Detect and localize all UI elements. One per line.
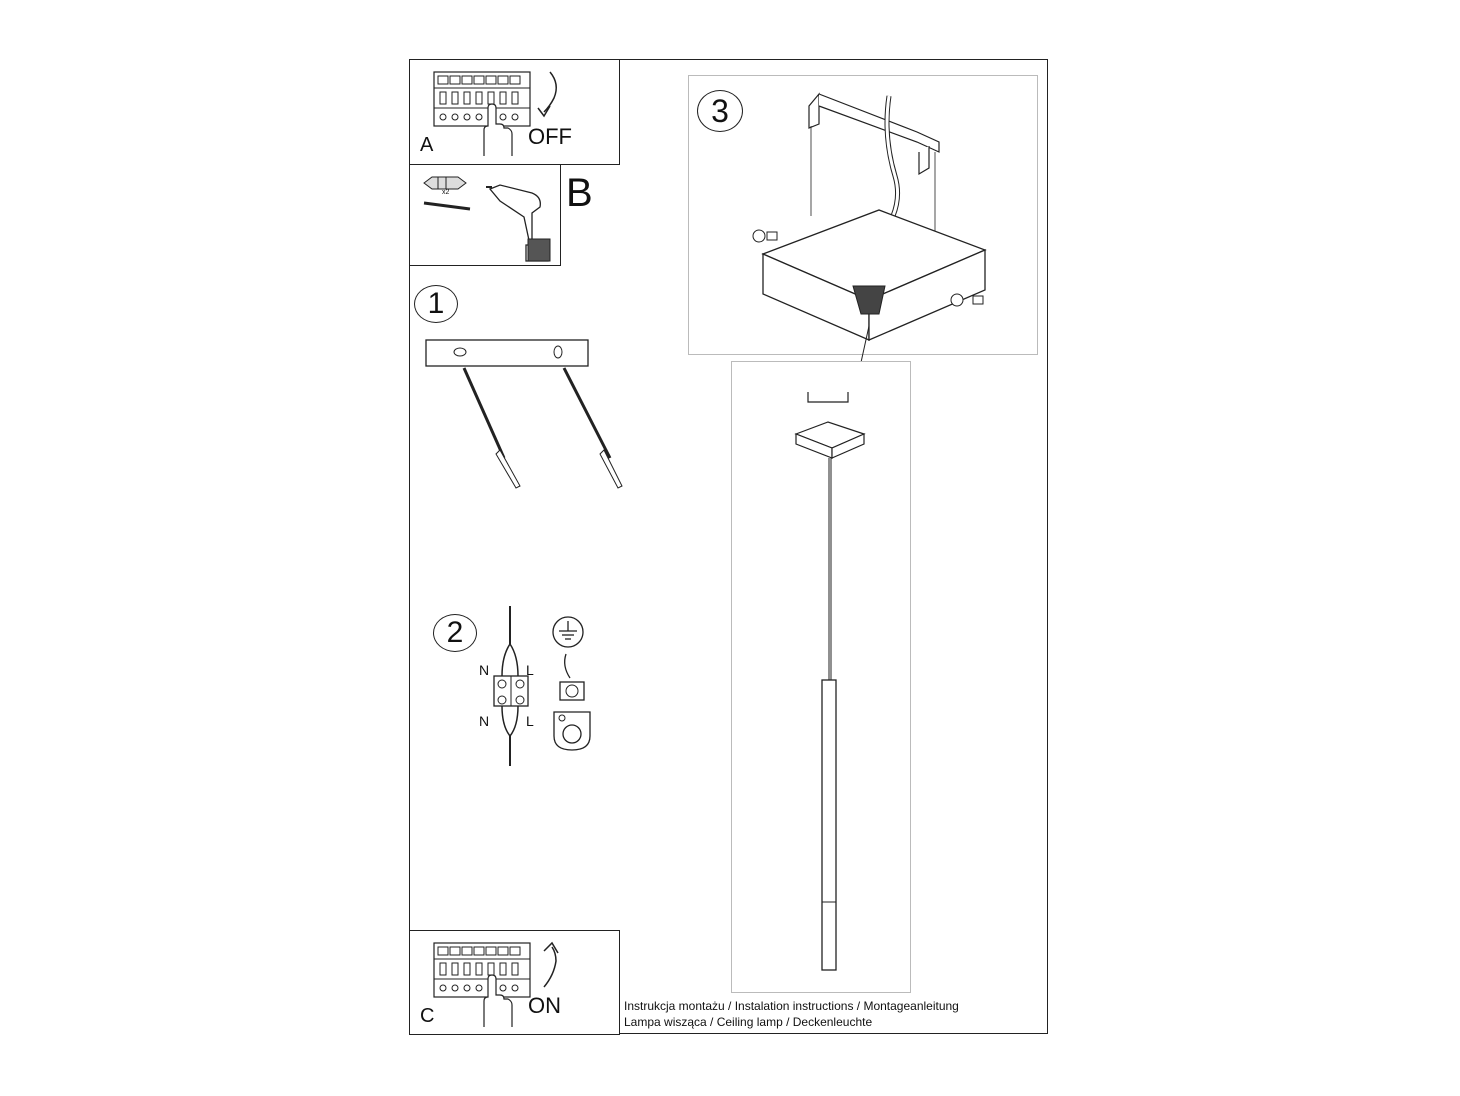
hand-icon bbox=[483, 103, 513, 156]
step-3-badge: 3 bbox=[697, 90, 743, 132]
pendant-lamp-icon bbox=[794, 392, 866, 971]
ground-symbol-icon bbox=[552, 616, 584, 648]
wire-label-l-bottom: L bbox=[526, 713, 534, 729]
step-3-number: 3 bbox=[711, 92, 729, 129]
switch-off-arrow-icon bbox=[537, 71, 557, 118]
mounting-plate-drilling-diagram bbox=[425, 339, 623, 489]
panel-a-word: OFF bbox=[528, 124, 572, 149]
screw-icon bbox=[423, 201, 471, 211]
drill-icon bbox=[486, 184, 551, 262]
terminal-block-icon bbox=[493, 606, 529, 766]
panel-c-word: ON bbox=[528, 993, 561, 1018]
panel-c-switch-on: ON C bbox=[409, 930, 620, 1035]
circuit-breaker-icon bbox=[433, 71, 531, 127]
step-3-detail-panel bbox=[688, 75, 1038, 427]
panel-c-letter: C bbox=[420, 1005, 435, 1027]
ground-terminal-icon bbox=[553, 653, 591, 751]
step-1-number: 1 bbox=[427, 287, 445, 320]
step-2-number: 2 bbox=[446, 616, 464, 649]
hand-icon bbox=[483, 974, 513, 1027]
instruction-sheet bbox=[409, 59, 1048, 1034]
step-2-badge: 2 bbox=[433, 614, 477, 652]
step-1-badge: 1 bbox=[414, 285, 458, 323]
wire-label-n-bottom: N bbox=[479, 713, 490, 729]
panel-b-tools: x2 B bbox=[409, 164, 593, 266]
panel-b-letter: B bbox=[566, 171, 593, 215]
switch-on-arrow-icon bbox=[543, 941, 559, 988]
ceiling-bracket-icon bbox=[808, 92, 940, 236]
lamp-overview-panel bbox=[731, 361, 911, 993]
canopy-icon bbox=[752, 209, 987, 427]
wire-label-n-top: N bbox=[479, 662, 490, 678]
caption-line-1: Instrukcja montażu / Instalation instruc… bbox=[624, 999, 959, 1013]
wall-plug-icon bbox=[423, 176, 467, 190]
caption-line-2: Lampa wisząca / Ceiling lamp / Deckenleu… bbox=[624, 1015, 873, 1029]
plug-quantity: x2 bbox=[442, 189, 450, 196]
wire-label-l-top: L bbox=[526, 662, 534, 678]
panel-a-letter: A bbox=[420, 134, 434, 156]
panel-a-switch-off: OFF A bbox=[409, 59, 620, 165]
